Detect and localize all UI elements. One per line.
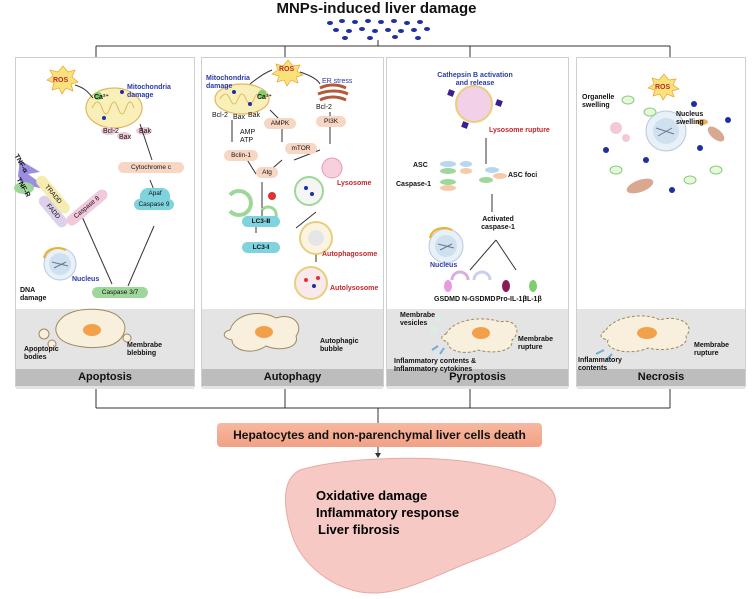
- nucleus-label: Nucleus: [72, 276, 100, 283]
- membrane-rupture-label: Membrabe rupture: [694, 342, 730, 357]
- mtor-node: mTOR: [285, 143, 317, 154]
- outcome-inflammatory-response: Inflammatory response: [316, 505, 460, 520]
- outcome-liver-fibrosis: Liver fibrosis: [318, 522, 400, 537]
- organelle-swelling-label: Organelle swelling: [582, 94, 615, 109]
- cathepsin-b-label: Cathepsin B activation and release: [437, 72, 513, 87]
- outcome-oxidative-damage: Oxidative damage: [316, 488, 428, 503]
- activated-caspase1-label: Activated caspase-1: [481, 216, 515, 231]
- n-gsdmd-label: N-GSDMD: [462, 296, 496, 303]
- inflammatory-contents-label: Inflammatory contents & Inflammatory cyt…: [394, 358, 477, 373]
- caspase1-label: Caspase-1: [396, 181, 432, 188]
- amp-label: AMP: [240, 129, 256, 136]
- lc3-ii-node: LC3-Ⅱ: [242, 216, 280, 227]
- membrane-vesicles-label: Membrabe vesicles: [400, 312, 436, 327]
- pi3k-node: PI3K: [316, 116, 346, 127]
- atp-label: ATP: [240, 137, 254, 144]
- er-stress-label: ER stress: [322, 78, 353, 85]
- caspase9-node: Caspase 9: [134, 199, 174, 210]
- beclin1-node: Bclin-1: [224, 150, 258, 161]
- bak-label: Bak: [139, 128, 152, 135]
- bax-label: Bax: [119, 134, 132, 141]
- inflammatory-contents-label: Inflammatory contents: [578, 357, 622, 372]
- calcium-label: Ca²⁺: [257, 94, 272, 101]
- apaf-node: Apaf: [140, 188, 170, 199]
- asc-foci-label: ASC foci: [508, 172, 538, 179]
- membrane-rupture-label: Membrabe rupture: [518, 336, 554, 351]
- mitochondria-damage-label: Mitochondria damage: [206, 75, 250, 90]
- panel-label: Apoptosis: [16, 369, 194, 386]
- caspase37-node: Caspase 3/7: [92, 287, 148, 298]
- microplastic-particles: [327, 19, 430, 40]
- ampk-node: AMPK: [264, 118, 296, 129]
- bax-label: Bax: [233, 114, 246, 121]
- autolysosome-label: Autolysosome: [330, 285, 379, 292]
- nucleus-swelling-label: Nucleus swelling: [676, 111, 704, 126]
- gsdmd-label: GSDMD: [434, 296, 461, 303]
- panel-apoptosis: Apoptosis: [15, 57, 195, 389]
- bcl2-label: Bcl-2: [212, 112, 228, 119]
- dna-damage-label: DNA damage: [20, 287, 47, 302]
- calcium-label: Ca²⁺: [94, 94, 109, 101]
- cytochrome-c-node: Cytochrome c: [118, 162, 184, 173]
- lysosome-rupture-label: Lysosome rupture: [489, 127, 550, 134]
- membrane-blebbing-label: Membrabe blebbing: [127, 342, 163, 357]
- panel-label: Pyroptosis: [387, 369, 568, 386]
- pro-il1b-label: Pro-IL-1β: [496, 296, 527, 303]
- lc3-i-node: LC3-Ⅰ: [242, 242, 280, 253]
- page-title: MNPs-induced liver damage: [276, 0, 477, 17]
- autophagosome-label: Autophagosome: [322, 251, 378, 258]
- apoptotic-bodies-label: Apoptopic bodies: [24, 346, 59, 361]
- mitochondria-damage-label: Mitochondria damage: [127, 84, 171, 99]
- panel-label: Necrosis: [577, 369, 745, 386]
- liver-shape: [284, 457, 556, 594]
- cell-death-box: Hepatocytes and non-parenchymal liver ce…: [217, 423, 542, 447]
- il1b-label: IL-1β: [525, 296, 542, 303]
- autophagic-bubble-label: Autophagic bubble: [320, 338, 359, 353]
- bcl2-er-label: Bcl-2: [316, 104, 332, 111]
- asc-label: ASC: [413, 162, 428, 169]
- bcl2-label: Bcl-2: [103, 128, 119, 135]
- ros-label: ROS: [279, 66, 295, 73]
- atg-node: Atg: [256, 167, 278, 178]
- panel-label: Autophagy: [202, 369, 383, 386]
- lysosome-label: Lysosome: [337, 180, 372, 187]
- ros-label: ROS: [655, 84, 671, 91]
- nucleus-label: Nucleus: [430, 262, 458, 269]
- bak-label: Bak: [248, 112, 261, 119]
- ros-label: ROS: [53, 77, 69, 84]
